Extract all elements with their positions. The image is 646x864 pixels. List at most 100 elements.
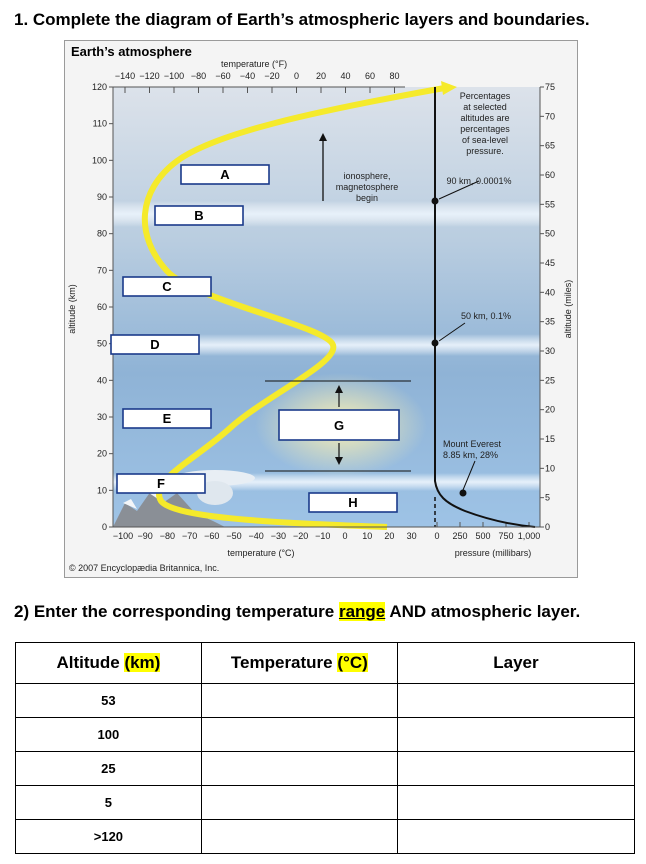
top-tick-label: −120 (139, 71, 159, 81)
everest-label-line2: 8.85 km, 28% (443, 450, 498, 460)
left-tick-label: 100 (92, 155, 107, 165)
cell-temperature[interactable] (200, 785, 398, 820)
right-tick-label: 15 (545, 434, 555, 444)
right-tick-label: 55 (545, 199, 555, 209)
bottom-tick-label: −70 (182, 531, 197, 541)
label-h: H (348, 495, 357, 510)
bottom-tick-label: −80 (160, 531, 175, 541)
left-tick-label: 40 (97, 375, 107, 385)
percentages-note-line: percentages (460, 124, 510, 134)
pressure-tick-label: 750 (498, 531, 513, 541)
cell-temperature[interactable] (200, 751, 398, 786)
top-axis-label: temperature (°F) (221, 59, 287, 69)
cloud-column (197, 481, 233, 505)
label-box-b[interactable] (154, 205, 244, 226)
left-tick-label: 70 (97, 265, 107, 275)
pressure-tick-label: 0 (434, 531, 439, 541)
header-temperature-unit: (°C) (337, 653, 368, 672)
left-tick-label: 30 (97, 412, 107, 422)
label-box-g[interactable] (278, 409, 400, 441)
cell-temperature[interactable] (200, 717, 398, 752)
bottom-tick-label: −10 (315, 531, 330, 541)
right-tick-label: 45 (545, 258, 555, 268)
left-axis-label: altitude (km) (67, 284, 77, 334)
percentages-note-line: altitudes are (460, 113, 509, 123)
header-temperature: Temperature (°C) (200, 642, 398, 684)
cell-altitude: 53 (15, 683, 202, 718)
header-layer: Layer (396, 642, 636, 684)
bottom-tick-label: 0 (342, 531, 347, 541)
left-tick-label: 0 (102, 522, 107, 532)
label-e: E (163, 411, 172, 426)
temperature-curve (141, 84, 451, 530)
stratopause-band (113, 334, 540, 356)
top-tick-label: 80 (389, 71, 399, 81)
label-a: A (220, 167, 230, 182)
table-row: 100 (15, 717, 636, 752)
question-2-heading: 2) Enter the corresponding temperature r… (14, 602, 580, 622)
right-tick-label: 25 (545, 375, 555, 385)
right-tick-label: 10 (545, 463, 555, 473)
bottom-tick-label: 10 (362, 531, 372, 541)
table-row: 53 (15, 683, 636, 718)
pressure-point-50km (431, 339, 439, 347)
top-tick-label: −80 (191, 71, 206, 81)
percentages-note-line: pressure. (466, 146, 504, 156)
left-tick-label: 20 (97, 449, 107, 459)
atmosphere-diagram-svg: Earth’s atmosphere temperature (°F) −140… (67, 44, 573, 573)
cell-temperature[interactable] (200, 819, 398, 854)
label-c: C (162, 279, 172, 294)
label-box-f[interactable] (116, 473, 206, 494)
label-box-d[interactable] (110, 334, 200, 355)
right-tick-label: 50 (545, 229, 555, 239)
cell-layer[interactable] (396, 785, 636, 820)
label-box-h[interactable] (308, 492, 398, 513)
left-tick-label: 80 (97, 229, 107, 239)
cell-layer[interactable] (396, 717, 636, 752)
answer-table: Altitude (km) Temperature (°C) Layer 53 … (15, 642, 636, 854)
bottom-tick-label: −90 (138, 531, 153, 541)
question-1-heading: 1. Complete the diagram of Earth’s atmos… (14, 10, 590, 29)
pressure-curve (434, 87, 536, 528)
callout-50-line (438, 322, 466, 342)
label-box-e[interactable] (122, 408, 212, 429)
header-temperature-text: Temperature (230, 653, 338, 672)
callout-everest-line (462, 460, 476, 491)
pressure-axis-label: pressure (millibars) (455, 548, 532, 558)
bottom-tick-label: −60 (204, 531, 219, 541)
right-tick-label: 35 (545, 317, 555, 327)
table-row: 25 (15, 751, 636, 786)
ozone-down-arrowhead (335, 457, 343, 465)
cell-temperature[interactable] (200, 683, 398, 718)
cell-altitude: 5 (15, 785, 202, 820)
cell-layer[interactable] (396, 751, 636, 786)
top-tick-label: 60 (365, 71, 375, 81)
top-tick-label: 0 (294, 71, 299, 81)
ozone-up-arrowhead (335, 385, 343, 393)
right-tick-label: 0 (545, 522, 550, 532)
curve-arrowhead (441, 81, 457, 95)
header-altitude-text: Altitude (56, 653, 125, 672)
left-tick-label: 110 (93, 119, 107, 129)
bottom-tick-label: −20 (293, 531, 308, 541)
label-box-c[interactable] (122, 276, 212, 297)
left-tick-label: 120 (92, 82, 107, 92)
bottom-tick-label: −40 (249, 531, 264, 541)
ionosphere-line1: ionosphere, (343, 171, 390, 181)
percentages-note-line: Percentages (460, 91, 511, 101)
label-d: D (150, 337, 159, 352)
header-layer-text: Layer (493, 653, 539, 672)
cell-layer[interactable] (396, 819, 636, 854)
top-tick-label: −40 (240, 71, 255, 81)
left-tick-label: 90 (97, 192, 107, 202)
label-g: G (334, 418, 344, 433)
top-tick-label: −100 (164, 71, 184, 81)
label-box-a[interactable] (180, 164, 270, 185)
top-tick-label: 20 (316, 71, 326, 81)
header-altitude: Altitude (km) (15, 642, 202, 684)
right-tick-label: 60 (545, 170, 555, 180)
cell-layer[interactable] (396, 683, 636, 718)
